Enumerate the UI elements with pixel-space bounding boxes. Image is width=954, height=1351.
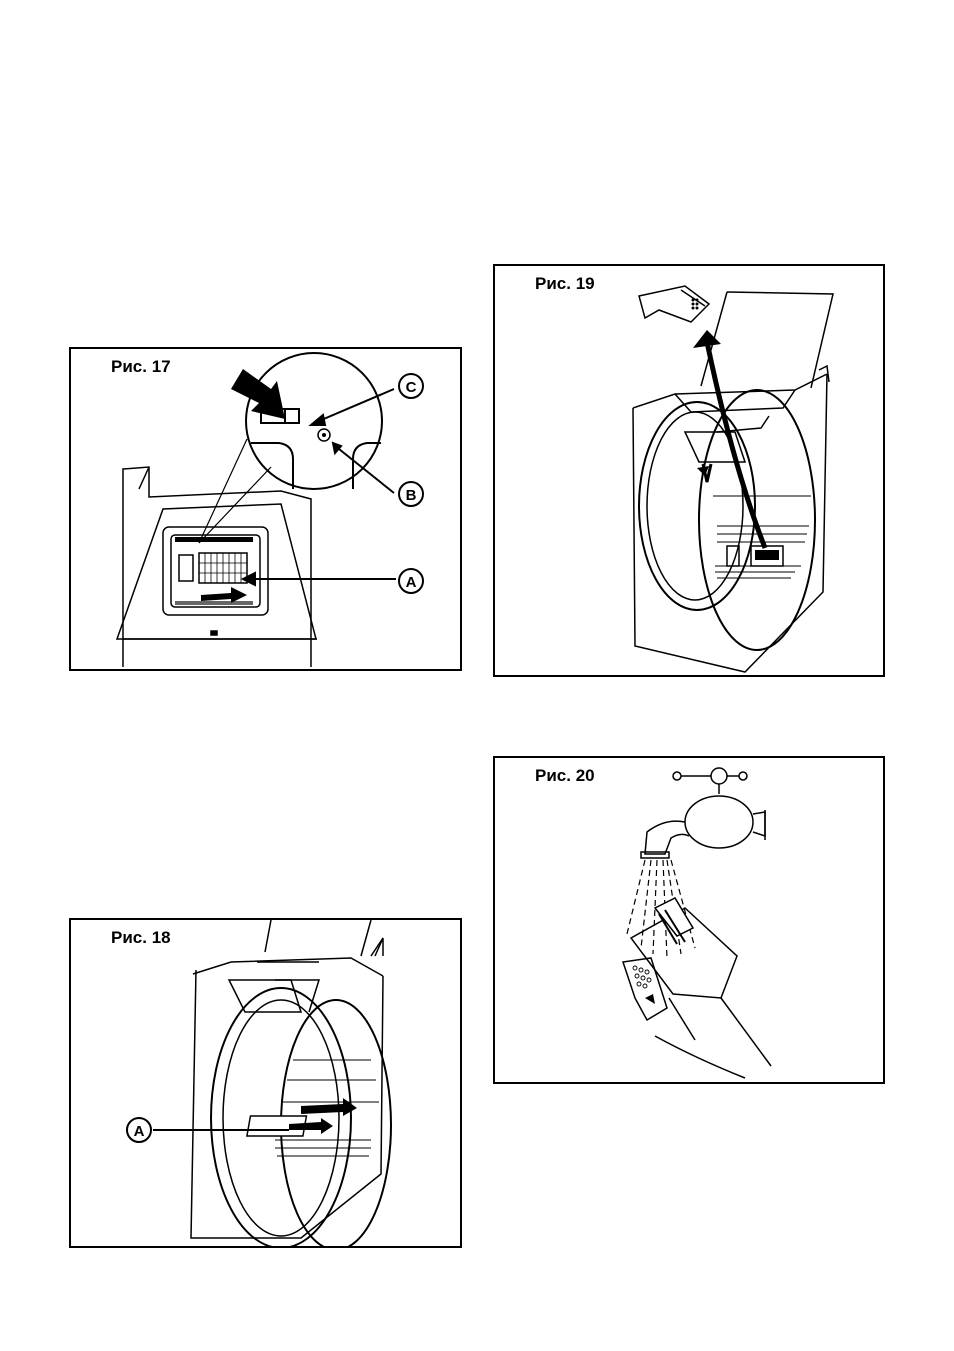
figure-18: Рис. 18 A [69, 918, 462, 1248]
label-c: C [406, 379, 417, 396]
label-a: A [134, 1123, 145, 1140]
figure-17-illustration: C B A [71, 349, 462, 671]
label-a: A [406, 574, 417, 591]
figure-18-illustration: A [71, 920, 462, 1248]
figure-20-illustration [495, 758, 885, 1084]
figure-19-illustration [495, 266, 885, 677]
figure-17: Рис. 17 [69, 347, 462, 671]
figure-19: Рис. 19 [493, 264, 885, 677]
figure-20: Рис. 20 [493, 756, 885, 1084]
label-b: B [406, 487, 417, 504]
